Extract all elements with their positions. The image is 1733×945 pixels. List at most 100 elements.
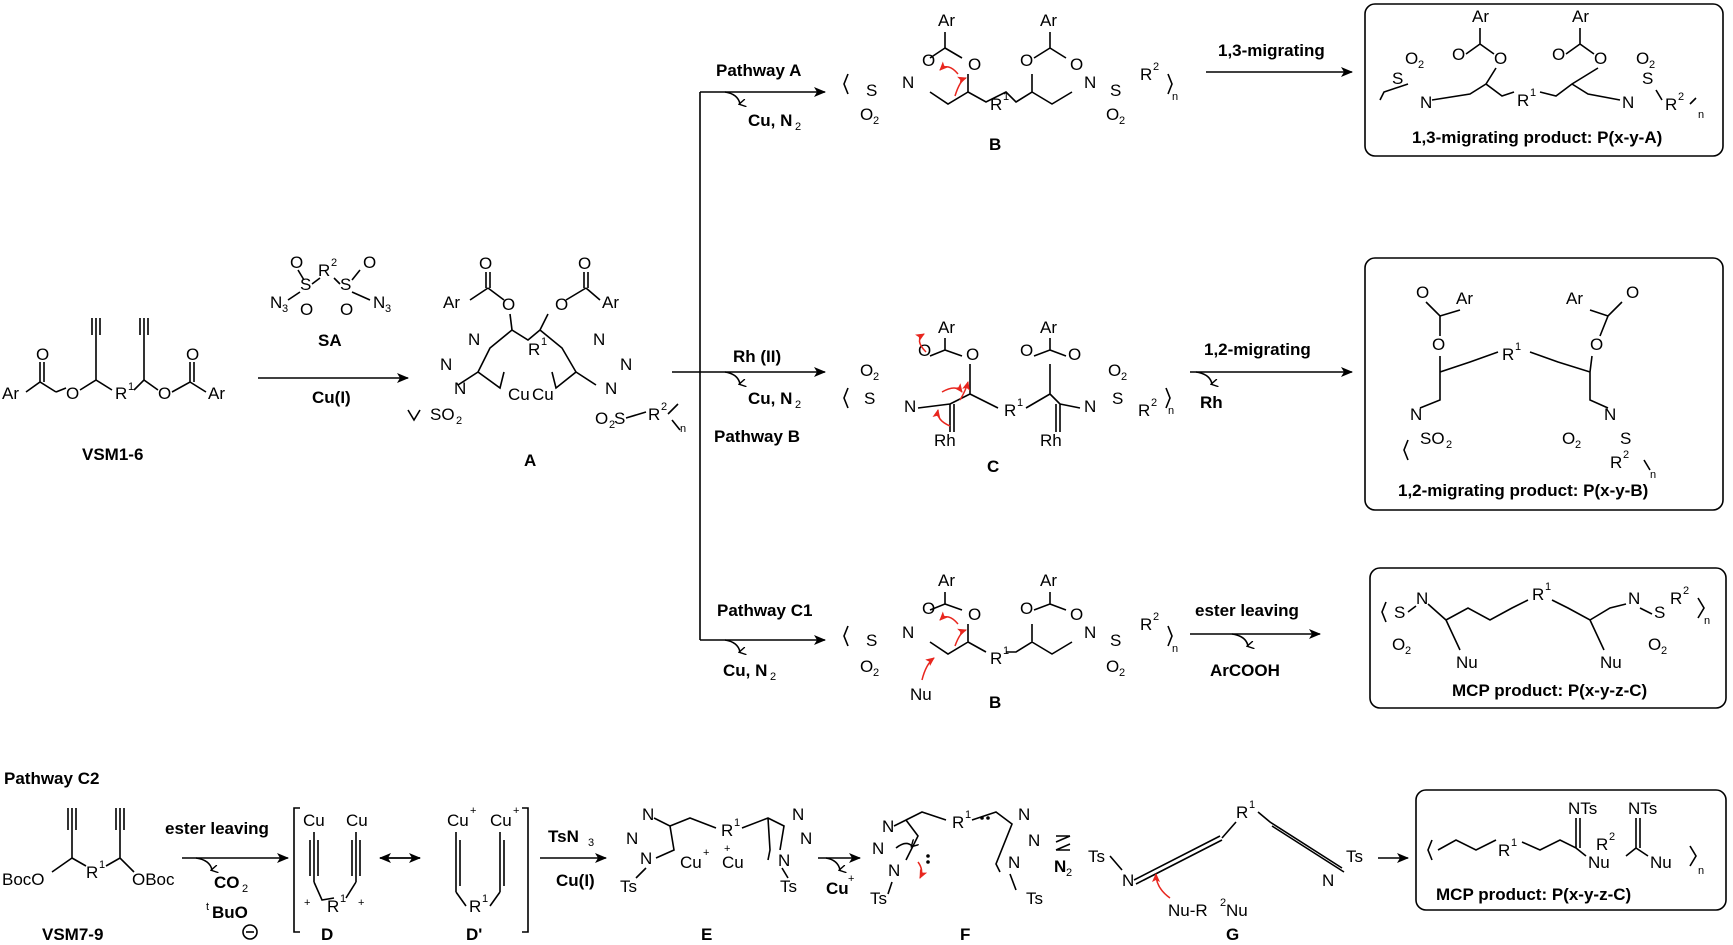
svg-text:2: 2 bbox=[1153, 61, 1159, 73]
cu-n2-b: Cu, N bbox=[748, 389, 792, 408]
sa-o3: O bbox=[300, 300, 313, 319]
bt-o2-right: O bbox=[1106, 105, 1119, 124]
pathway-b-label: Pathway B bbox=[714, 427, 800, 446]
bb-o4: O bbox=[1070, 605, 1083, 624]
g-n1: N bbox=[1122, 871, 1134, 890]
svg-text:2: 2 bbox=[795, 121, 801, 133]
c-r1: R bbox=[1004, 401, 1016, 420]
c-n1: N bbox=[904, 397, 916, 416]
e-n6: N bbox=[778, 851, 790, 870]
svg-text:+: + bbox=[513, 805, 519, 817]
p12-s: S bbox=[1620, 429, 1631, 448]
migrate13-label: 1,3-migrating bbox=[1218, 41, 1325, 60]
bt-n: n bbox=[1172, 91, 1178, 103]
e-r1: R bbox=[721, 821, 733, 840]
f-ts2: Ts bbox=[1026, 889, 1043, 908]
a-n6: N bbox=[605, 379, 617, 398]
c-o2: O bbox=[966, 345, 979, 364]
ester-o-right: O bbox=[158, 384, 171, 403]
svg-text:2: 2 bbox=[795, 399, 801, 411]
cu-n2-a: Cu, N bbox=[748, 111, 792, 130]
svg-text:2: 2 bbox=[331, 257, 337, 269]
svg-text:1: 1 bbox=[128, 381, 134, 393]
carbonyl-o-right: O bbox=[186, 345, 199, 364]
sa-r2: R bbox=[318, 261, 330, 280]
sa-o4: O bbox=[340, 300, 353, 319]
bb-s2: S bbox=[1110, 631, 1121, 650]
p13-r1: R bbox=[1517, 91, 1529, 110]
svg-text:2: 2 bbox=[770, 671, 776, 683]
c-rh1: Rh bbox=[934, 431, 956, 450]
intermediate-b-bottom: Ar Ar O O O O N N S S O 2 O 2 R 1 R 2 Nu… bbox=[843, 571, 1178, 712]
bb-n: n bbox=[1172, 643, 1178, 655]
arcooh-label: ArCOOH bbox=[1210, 661, 1280, 680]
c-o4: O bbox=[1068, 345, 1081, 364]
sa-o1: O bbox=[290, 253, 303, 272]
bt-n2: N bbox=[1084, 73, 1096, 92]
svg-text:2: 2 bbox=[1121, 371, 1127, 383]
a-n3: N bbox=[454, 379, 466, 398]
svg-text:2: 2 bbox=[456, 415, 462, 427]
svg-text:+: + bbox=[358, 897, 364, 909]
bb-r1: R bbox=[990, 649, 1002, 668]
g-n2: N bbox=[1322, 871, 1334, 890]
ester-o: O bbox=[66, 384, 79, 403]
ester-leaving-c2: ester leaving bbox=[165, 819, 269, 838]
cu1-bottom-label: Cu(I) bbox=[556, 871, 595, 890]
svg-text:1: 1 bbox=[1511, 837, 1517, 849]
rh-release: Rh bbox=[1200, 393, 1223, 412]
mcpc2-r2: R bbox=[1596, 835, 1608, 854]
d-label: D bbox=[321, 925, 333, 944]
p12-o3: O bbox=[1432, 335, 1445, 354]
a-so2-left: SO bbox=[430, 405, 455, 424]
d-cu1: Cu bbox=[303, 811, 325, 830]
ar-label-right: Ar bbox=[208, 384, 225, 403]
c-o3: O bbox=[1020, 341, 1033, 360]
sa-o2: O bbox=[363, 253, 376, 272]
intermediate-f: N N N Ts R 1 N N N Ts F bbox=[870, 805, 1043, 944]
a-r1: R bbox=[528, 340, 540, 359]
bb-n1: N bbox=[902, 623, 914, 642]
svg-text:1: 1 bbox=[1003, 645, 1009, 657]
p12-o2-r: O bbox=[1562, 429, 1575, 448]
svg-text:2: 2 bbox=[1649, 59, 1655, 71]
bb-o2-r: O bbox=[1106, 657, 1119, 676]
intermediate-a: O O Ar Ar O O R 1 N N N N N N Cu Cu SO 2… bbox=[407, 254, 686, 470]
svg-text:2: 2 bbox=[1683, 585, 1689, 597]
p13-s1: S bbox=[1392, 69, 1403, 88]
svg-text:2: 2 bbox=[1418, 59, 1424, 71]
g-r1: R bbox=[1236, 803, 1248, 822]
c2-r1: R bbox=[86, 863, 98, 882]
a-cu1: Cu bbox=[508, 385, 530, 404]
bt-s1: S bbox=[866, 81, 877, 100]
a-o2-right: O bbox=[595, 409, 608, 428]
c-n2: N bbox=[1084, 397, 1096, 416]
mcpc2-n: n bbox=[1698, 865, 1704, 877]
mcpc2-nts1: NTs bbox=[1568, 799, 1597, 818]
mcp-r2: R bbox=[1670, 589, 1682, 608]
nu-end: Nu bbox=[1226, 901, 1248, 920]
svg-text:1: 1 bbox=[965, 809, 971, 821]
p12-n1: N bbox=[1410, 405, 1422, 424]
mcp-nu1: Nu bbox=[1456, 653, 1478, 672]
bb-ar1: Ar bbox=[938, 571, 955, 590]
carbonyl-o: O bbox=[36, 345, 49, 364]
bt-ar2: Ar bbox=[1040, 11, 1057, 30]
a-n1: N bbox=[468, 330, 480, 349]
d-prime-label: D' bbox=[466, 925, 482, 944]
pathway-c2-label: Pathway C2 bbox=[4, 769, 99, 788]
d-r1: R bbox=[327, 897, 339, 916]
f-label: F bbox=[960, 925, 970, 944]
svg-text:1: 1 bbox=[541, 336, 547, 348]
mcpc2-nu1: Nu bbox=[1588, 853, 1610, 872]
p13-o2-l: O bbox=[1405, 49, 1418, 68]
product-box-12 bbox=[1364, 257, 1724, 511]
mcp-c2-product-label: MCP product: P(x-y-z-C) bbox=[1436, 885, 1631, 904]
svg-text:3: 3 bbox=[588, 837, 594, 849]
p13-s2: S bbox=[1642, 69, 1653, 88]
dp-cu1: Cu bbox=[447, 811, 469, 830]
e-cu1: Cu bbox=[680, 853, 702, 872]
b-bottom-label: B bbox=[989, 693, 1001, 712]
nu-r2-nu: Nu-R bbox=[1168, 901, 1208, 920]
